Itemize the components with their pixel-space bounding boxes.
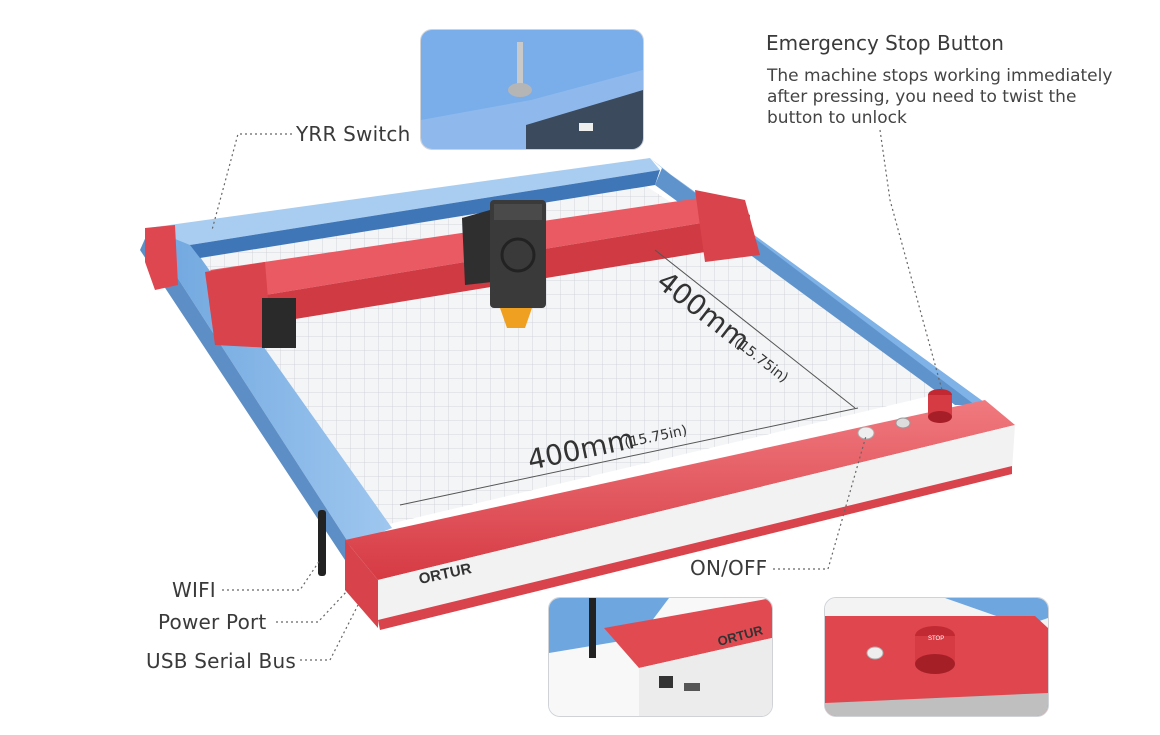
usb-serial-bus-label: USB Serial Bus (146, 649, 296, 673)
stop-button-closeup: STOP (824, 597, 1049, 717)
leader-lines (211, 129, 943, 661)
laser-module (462, 200, 546, 328)
emergency-stop-button[interactable] (928, 389, 952, 423)
dimension-lines (399, 249, 859, 506)
stop-button-closeup-illustration: STOP (825, 598, 1048, 716)
emergency-stop-description: The machine stops working immediately af… (767, 66, 1113, 128)
yrr-switch-closeup (420, 29, 644, 150)
left-frame-rail (140, 232, 392, 560)
front-control-bar (345, 400, 1015, 630)
stop-label: STOP (928, 636, 944, 642)
yrr-switch-label: YRR Switch (296, 122, 411, 146)
back-frame-rail (148, 158, 660, 258)
ports-closeup-illustration: ORTUR (549, 598, 772, 716)
on-off-label: ON/OFF (690, 556, 768, 580)
yrr-switch-closeup-illustration (421, 30, 643, 149)
emergency-stop-title: Emergency Stop Button (766, 31, 1004, 55)
power-port-label: Power Port (158, 610, 267, 634)
on-off-button[interactable] (857, 426, 875, 440)
wifi-label: WIFI (172, 578, 216, 602)
back-left-corner (145, 225, 178, 290)
ports-closeup: ORTUR (548, 597, 773, 717)
wifi-antenna (318, 510, 326, 576)
aux-port (895, 417, 911, 429)
